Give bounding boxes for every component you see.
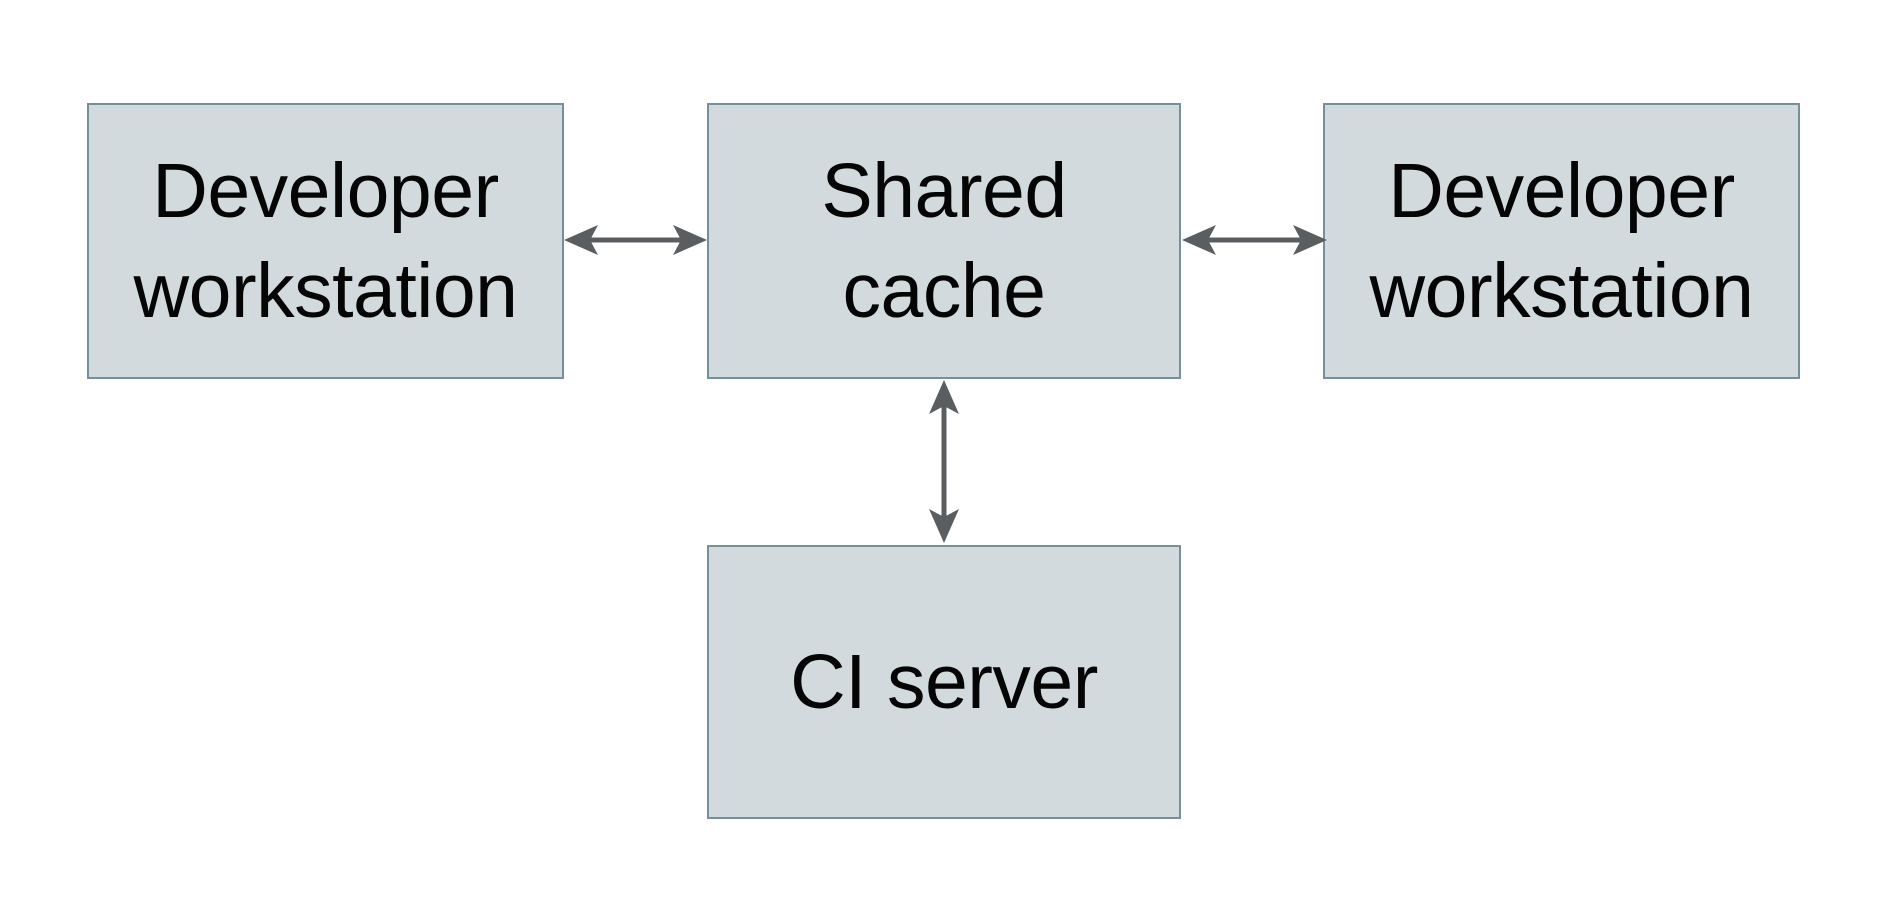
node-developer-workstation-right: Developer workstation: [1323, 103, 1800, 379]
node-label-ci-server: CI server: [790, 638, 1098, 725]
node-label-developer-workstation-left: Developer workstation: [133, 147, 518, 334]
arrow-cache-ci-server: [929, 380, 959, 543]
arrow-cache-right-workstation: [1182, 225, 1327, 255]
node-label-developer-workstation-right: Developer workstation: [1369, 147, 1754, 334]
arrow-left-workstation-cache: [564, 225, 707, 255]
node-label-shared-cache: Shared cache: [821, 147, 1067, 334]
node-shared-cache: Shared cache: [707, 103, 1181, 379]
node-developer-workstation-left: Developer workstation: [87, 103, 564, 379]
node-ci-server: CI server: [707, 545, 1181, 819]
